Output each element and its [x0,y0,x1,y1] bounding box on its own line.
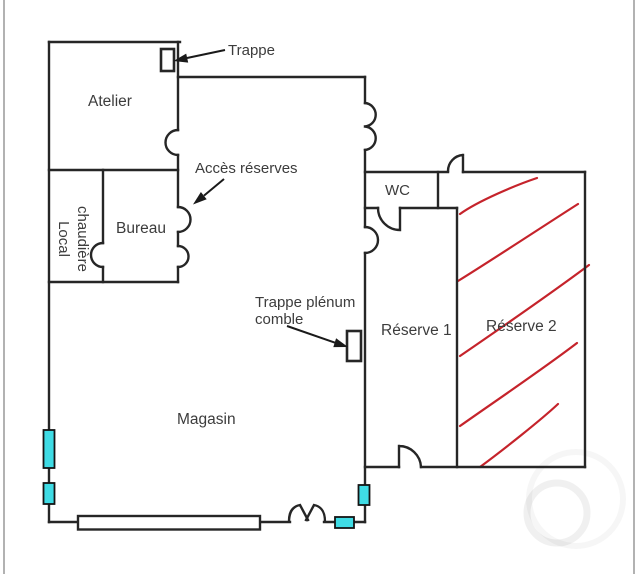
double-leaf-wall-opening [363,101,377,152]
room-label-wc: WC [385,182,410,199]
annotation-label-trappe: Trappe [228,42,275,59]
trappe-hatch-rect [159,47,176,73]
double-entry-door [287,503,327,523]
door-magasin-reserve [363,225,380,255]
door-arcs [89,101,465,523]
door-chaudiere [89,241,105,269]
door-atelier [164,128,180,157]
door-top-reserve2 [446,153,465,174]
annotation-arrows [173,49,348,348]
page-border-lines [3,0,635,574]
room-label-reserve-2: Réserve 2 [486,318,557,335]
room-label-local-chaudiere: chaudière Local [52,184,92,294]
room-label-atelier: Atelier [88,93,132,110]
watermark [523,479,591,547]
trappe-plenum-arrow [286,325,348,348]
glazing-marks [42,429,371,529]
door-reserve1-bottom [397,444,423,469]
trappe-plenum-rect [345,329,363,363]
annotation-label-trappe-plenum: Trappe plénum comble [255,294,355,328]
room-label-local-chaudiere-word-left: Local [55,221,72,257]
trappe-arrow [173,49,226,63]
room-label-bureau: Bureau [116,220,166,237]
walls [47,40,587,524]
door-bureau-upper [176,205,192,234]
red-annotation-lines [456,176,591,469]
door-bureau-lower [176,244,190,269]
room-label-magasin: Magasin [177,411,236,428]
storefront-window [76,514,262,531]
annotation-label-trappe-plenum-line2: comble [255,311,304,328]
door-wc [376,206,402,232]
room-label-local-chaudiere-word-right: chaudière [74,206,91,272]
annotation-label-acces-reserves: Accès réserves [195,160,298,177]
acces-reserves-arrow [193,178,225,205]
room-label-reserve-1: Réserve 1 [381,322,452,339]
annotation-label-trappe-plenum-line1: Trappe plénum [255,294,356,311]
